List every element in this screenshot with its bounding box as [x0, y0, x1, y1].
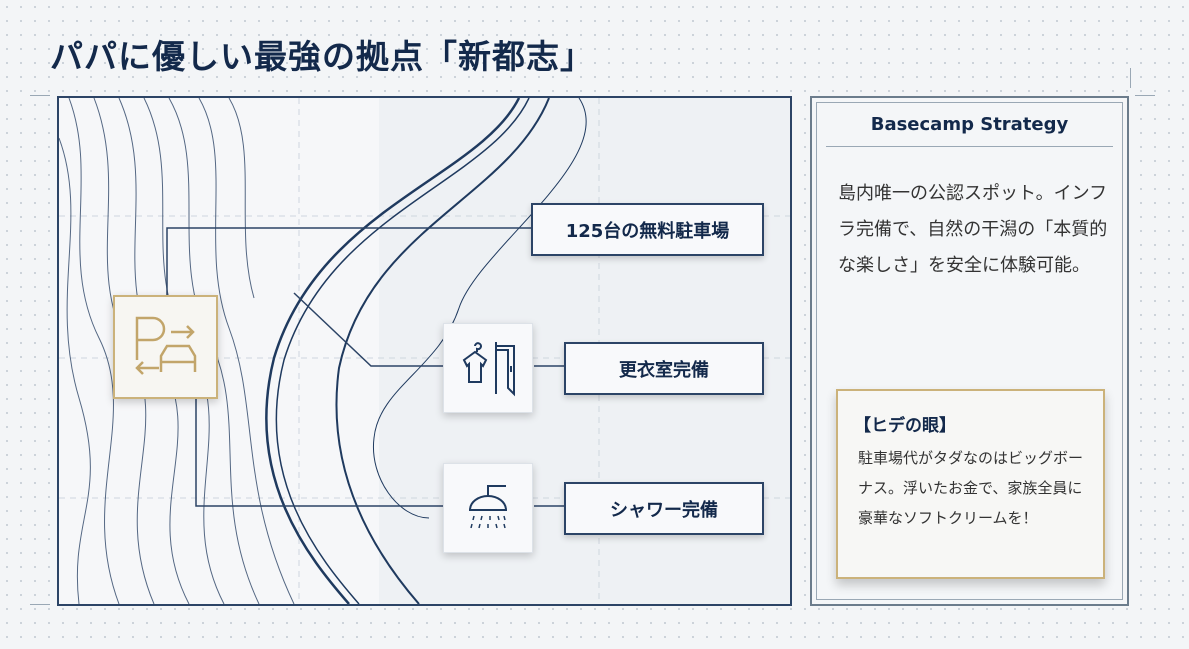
panel-body: 島内唯一の公認スポット。インフラ完備で、自然の干潟の「本質的な楽しさ」を安全に体…: [838, 183, 1108, 276]
shower-icon-box: [443, 463, 533, 553]
changing-room-icon-box: [443, 323, 533, 413]
hide-callout: 【ヒデの眼】 駐車場代がタダなのはビッグボーナス。浮いたお金で、家族全員に豪華な…: [836, 389, 1105, 579]
corner-tick: [30, 604, 50, 605]
shower-icon: [468, 485, 508, 529]
page-title: パパに優しい最強の拠点「新都志」: [50, 37, 594, 76]
parking-icon-box: [113, 295, 218, 399]
corner-tick: [30, 95, 50, 96]
panel-inner-border: [816, 102, 1123, 600]
corner-tick: [1130, 68, 1131, 88]
panel-title: Basecamp Strategy: [870, 114, 1069, 135]
parking-icon: [134, 316, 196, 375]
corner-tick: [1135, 95, 1155, 96]
callout-body: 駐車場代がタダなのはビッグボーナス。浮いたお金で、家族全員に豪華なソフトクリーム…: [858, 449, 1084, 527]
feature-label-parking: 125台の無料駐車場: [531, 203, 764, 256]
callout-title: 【ヒデの眼】: [854, 416, 956, 436]
panel-divider: [826, 146, 1113, 147]
changing-room-icon: [462, 342, 515, 397]
feature-label-changing-room: 更衣室完備: [564, 342, 764, 395]
feature-label-shower: シャワー完備: [564, 482, 764, 535]
